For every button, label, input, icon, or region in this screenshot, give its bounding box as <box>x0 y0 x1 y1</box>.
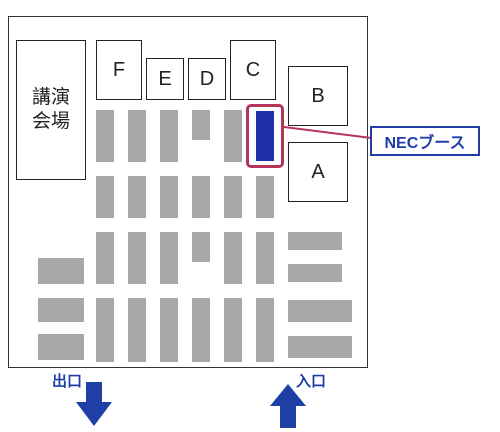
booth <box>192 232 210 262</box>
booth <box>256 232 274 284</box>
booth <box>256 176 274 218</box>
booth <box>96 232 114 284</box>
room-c: C <box>230 40 276 100</box>
booth <box>160 176 178 218</box>
arrow-up-icon <box>270 384 306 428</box>
booth <box>288 300 352 322</box>
booth <box>128 298 146 362</box>
callout-label: NECブース <box>384 135 466 152</box>
booth <box>38 258 84 284</box>
nec-booth-callout: NECブース <box>370 126 480 156</box>
booth <box>192 176 210 218</box>
booth <box>160 110 178 162</box>
booth <box>160 232 178 284</box>
booth <box>128 176 146 218</box>
lecture-hall: 講演 会場 <box>16 40 86 180</box>
room-d: D <box>188 58 226 100</box>
booth <box>96 298 114 362</box>
booth <box>96 176 114 218</box>
booth <box>128 232 146 284</box>
booth <box>288 232 342 250</box>
room-b: B <box>288 66 348 126</box>
booth <box>128 110 146 162</box>
arrow-down-icon <box>76 382 112 426</box>
booth <box>224 232 242 284</box>
booth <box>192 298 210 362</box>
booth <box>38 298 84 322</box>
exit-label: 出口 <box>52 373 83 390</box>
entrance-label: 入口 <box>296 373 327 390</box>
booth <box>96 110 114 162</box>
nec-booth[interactable] <box>256 111 274 161</box>
nec-booth-highlight <box>246 104 284 168</box>
booth <box>160 298 178 362</box>
room-a: A <box>288 142 348 202</box>
booth <box>224 298 242 362</box>
booth <box>224 176 242 218</box>
booth <box>288 336 352 358</box>
booth <box>38 334 84 360</box>
booth <box>192 110 210 140</box>
room-e: E <box>146 58 184 100</box>
booth <box>288 264 342 282</box>
booth <box>224 110 242 162</box>
room-f: F <box>96 40 142 100</box>
booth <box>256 298 274 362</box>
